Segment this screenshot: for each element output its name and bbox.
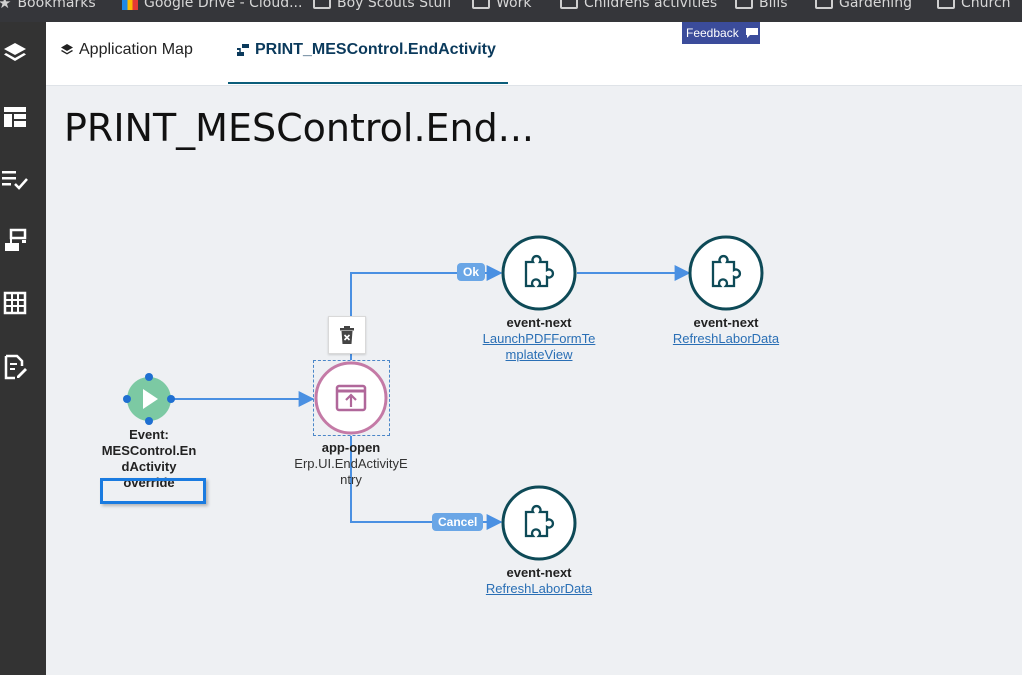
- star-icon: ★: [0, 0, 12, 12]
- bookmark-bookmarks[interactable]: ★Bookmarks: [0, 0, 96, 12]
- active-tab-indicator: [228, 82, 508, 84]
- checklist-icon[interactable]: [0, 164, 30, 194]
- trash-icon: [340, 326, 354, 344]
- page-title: PRINT_MESControl.End...: [64, 106, 534, 150]
- event-next-node-2[interactable]: [688, 235, 764, 311]
- launch-pdf-link[interactable]: LaunchPDFFormTe: [482, 331, 596, 346]
- feedback-button[interactable]: Feedback: [682, 22, 760, 44]
- edge-label-cancel[interactable]: Cancel: [432, 513, 484, 531]
- tab-print-mescontrol-endactivity[interactable]: PRINT_MESControl.EndActivity: [236, 34, 496, 66]
- layers-icon[interactable]: [0, 38, 30, 68]
- grid-table-icon[interactable]: [0, 288, 30, 318]
- folder-icon: [735, 0, 753, 9]
- app-open-label: app-open Erp.UI.EndActivityE ntry: [294, 440, 408, 487]
- flow-icon: [237, 44, 249, 56]
- bookmark-gardening[interactable]: Gardening: [815, 0, 912, 11]
- override-highlight: [100, 478, 206, 504]
- edge-label-ok[interactable]: Ok: [457, 263, 486, 281]
- bookmark-church[interactable]: Church: [937, 0, 1011, 11]
- tab-strip: [46, 22, 1022, 86]
- tab-application-map[interactable]: Application Map: [60, 34, 193, 66]
- selection-outline: [313, 360, 390, 436]
- layout-icon[interactable]: [0, 102, 30, 132]
- folder-icon: [937, 0, 955, 9]
- app-open-node[interactable]: [314, 361, 388, 435]
- event-next-label-3: event-next RefreshLaborData: [474, 565, 604, 597]
- event-next-node-1[interactable]: [501, 235, 577, 311]
- left-sidebar: [0, 22, 46, 675]
- bookmark-childrens-activities[interactable]: Childrens activities: [560, 0, 717, 11]
- refresh-labor-link-bottom[interactable]: RefreshLaborData: [485, 581, 593, 596]
- folder-icon: [472, 0, 490, 9]
- bookmarks-bar: ★Bookmarks Google Drive - Cloud... Boy S…: [0, 0, 1022, 22]
- delete-node-button[interactable]: [328, 316, 366, 354]
- folder-icon: [815, 0, 833, 9]
- process-flow-icon[interactable]: [0, 226, 30, 256]
- event-next-label-1: event-next LaunchPDFFormTe mplateView: [474, 315, 604, 363]
- refresh-labor-link-top[interactable]: RefreshLaborData: [672, 331, 780, 346]
- event-next-node-3[interactable]: [501, 485, 577, 561]
- bookmark-work[interactable]: Work: [472, 0, 531, 11]
- google-drive-icon: [122, 0, 138, 10]
- layers-icon: [61, 44, 73, 55]
- document-edit-icon[interactable]: [0, 352, 30, 382]
- bookmark-boy-scouts[interactable]: Boy Scouts Stuff: [313, 0, 452, 11]
- folder-icon: [560, 0, 578, 9]
- chat-bubble-icon: [745, 28, 758, 38]
- event-start-node[interactable]: [123, 373, 175, 425]
- bookmark-bills[interactable]: Bills: [735, 0, 788, 11]
- folder-icon: [313, 0, 331, 9]
- event-next-label-2: event-next RefreshLaborData: [661, 315, 791, 347]
- bookmark-google-drive[interactable]: Google Drive - Cloud...: [122, 0, 302, 11]
